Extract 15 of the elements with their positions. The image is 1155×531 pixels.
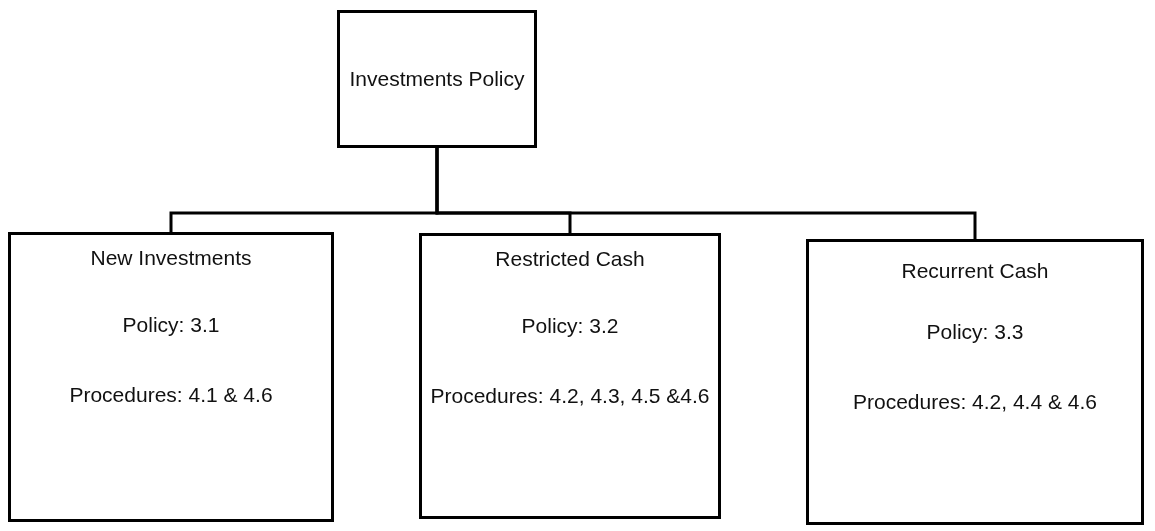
policy-reference: Policy: 3.3: [925, 319, 1025, 345]
box-title: Recurrent Cash: [900, 258, 1050, 284]
box-title: New Investments: [89, 245, 253, 271]
box-title: Investments Policy: [348, 66, 526, 92]
procedures-reference: Procedures: 4.2, 4.3, 4.5 &4.6: [430, 383, 710, 409]
box-title: Restricted Cash: [494, 246, 646, 272]
procedures-reference: Procedures: 4.2, 4.4 & 4.6: [852, 389, 1098, 415]
policy-reference: Policy: 3.2: [520, 313, 620, 339]
policy-box: [337, 10, 537, 148]
policy-reference: Policy: 3.1: [121, 312, 221, 338]
category-box: [8, 232, 334, 522]
procedures-reference: Procedures: 4.1 & 4.6: [68, 382, 274, 408]
connector-line: [435, 148, 977, 239]
category-box: [806, 239, 1144, 525]
category-box: [419, 233, 721, 519]
